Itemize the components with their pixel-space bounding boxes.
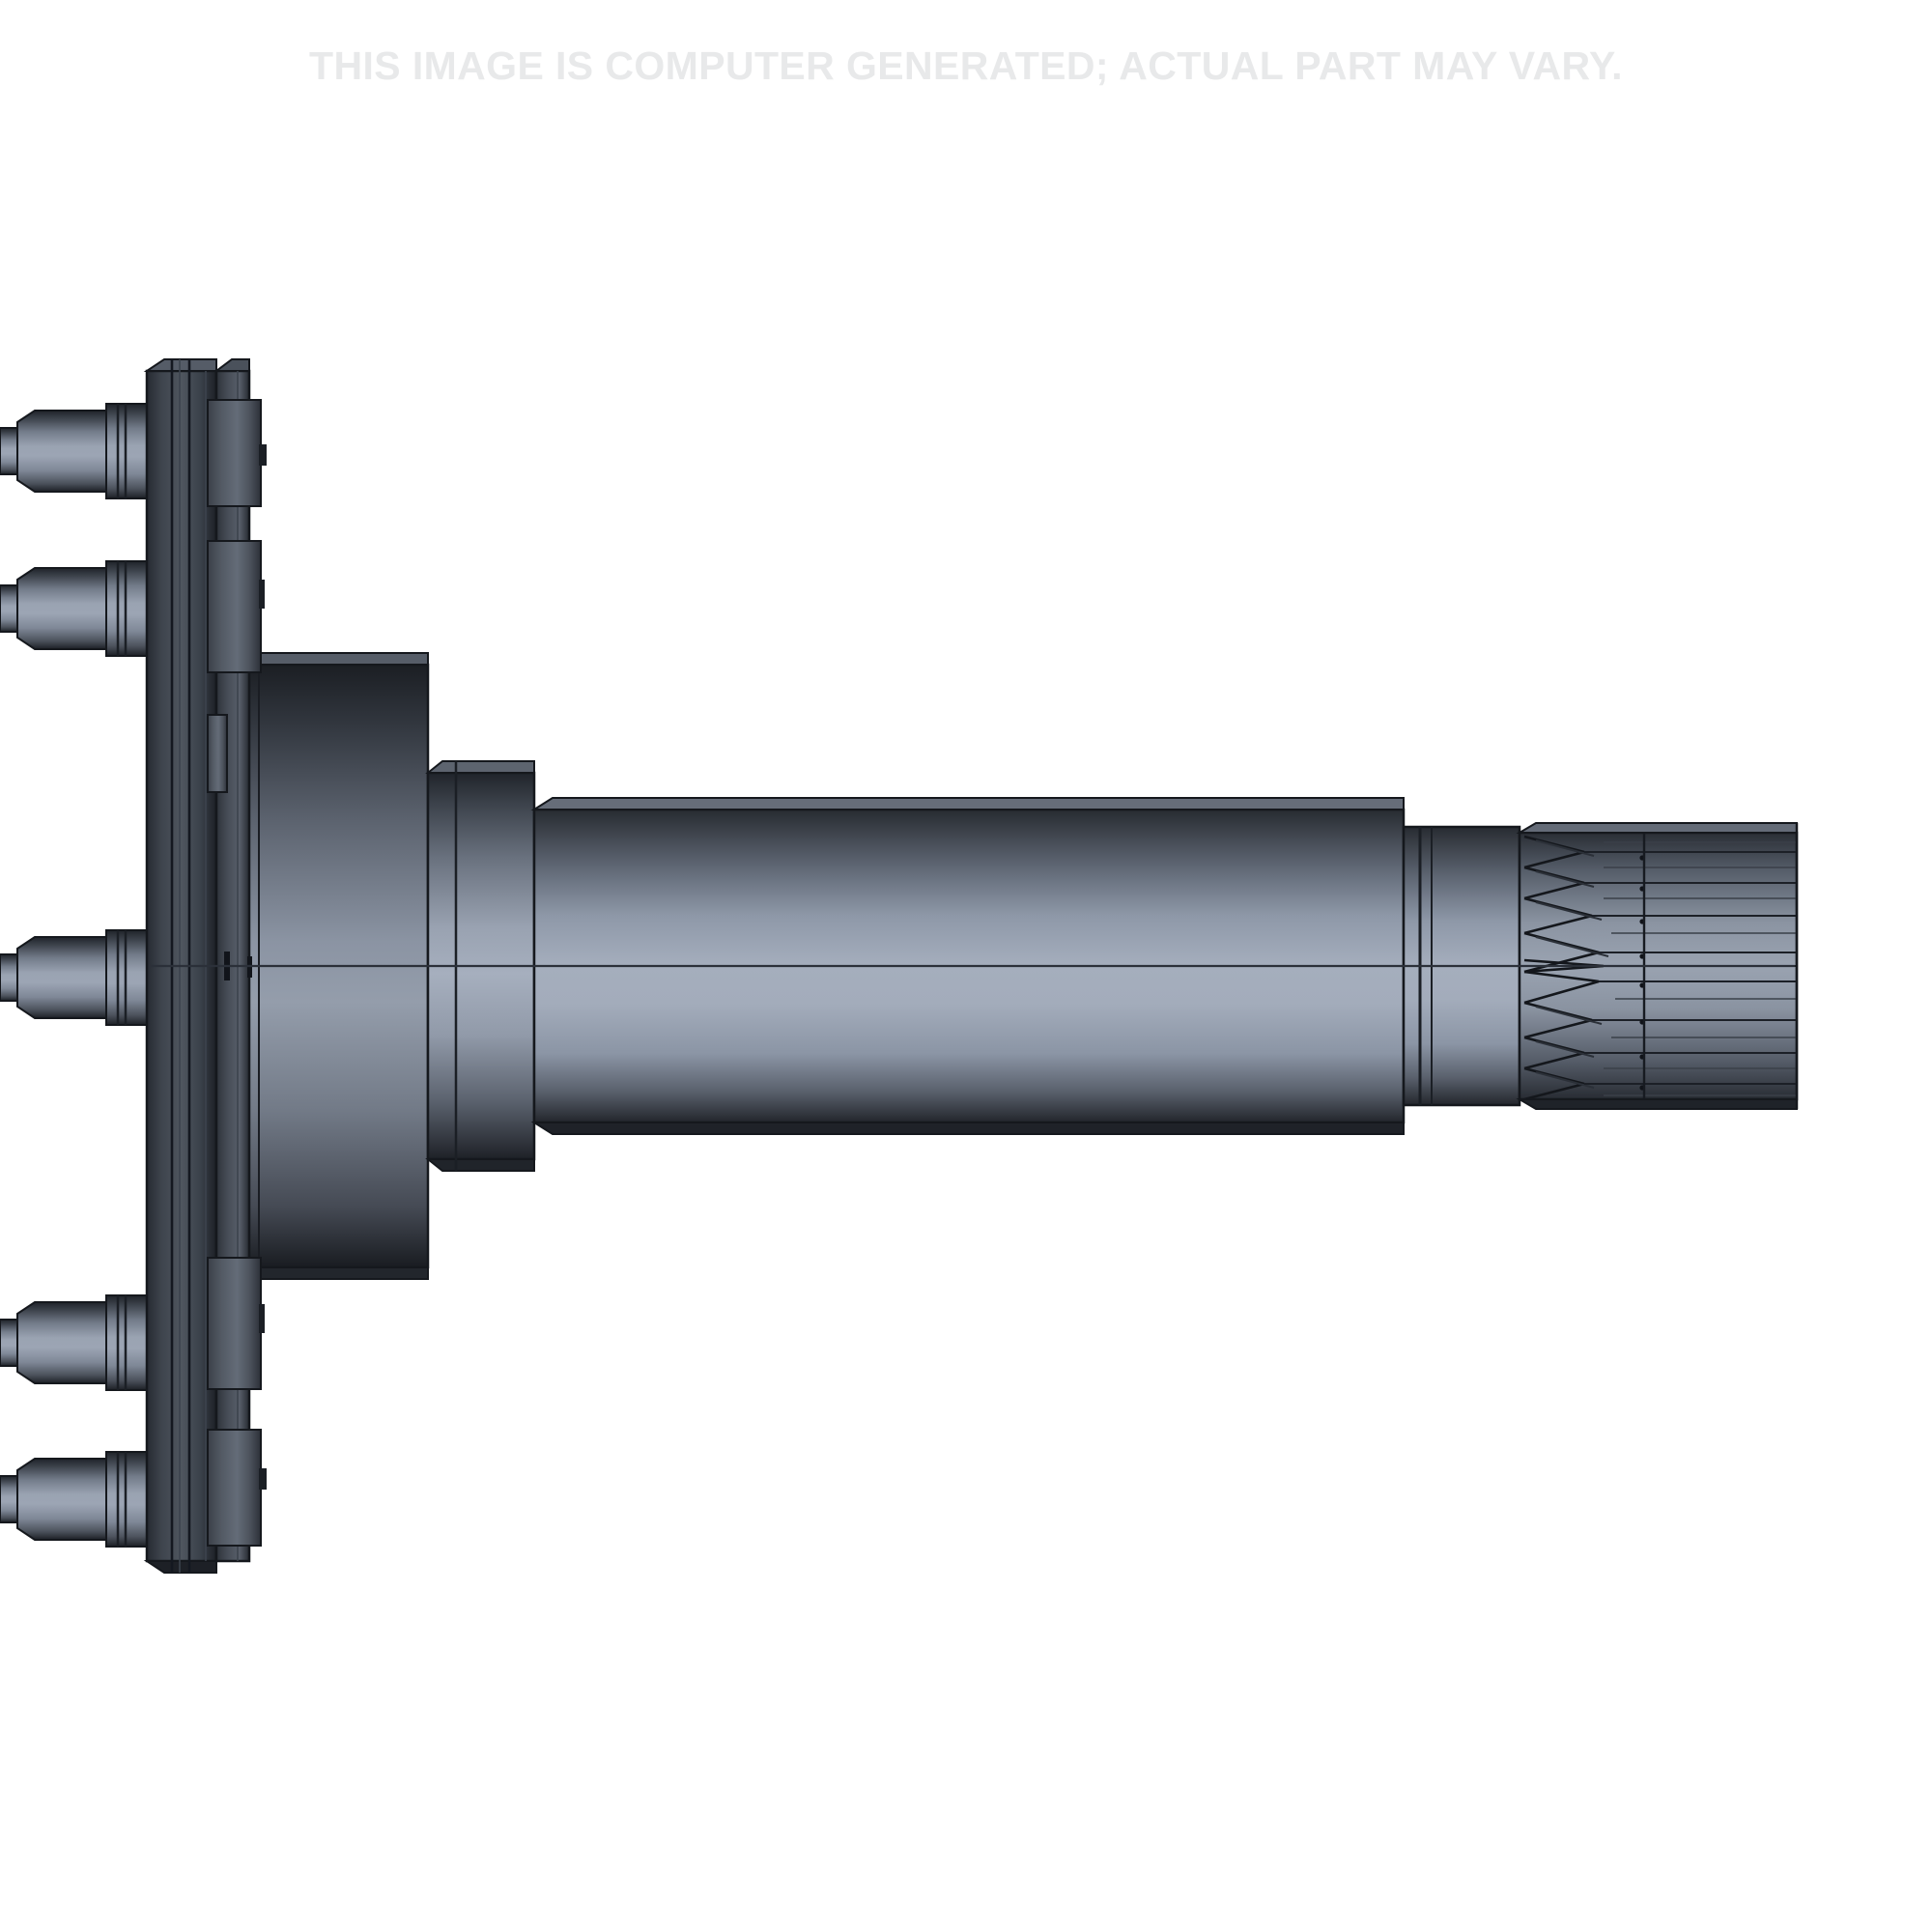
wheel-stud xyxy=(0,929,163,1026)
flange-bolt-boss xyxy=(207,399,267,507)
watermark-text: THIS IMAGE IS COMPUTER GENERATED; ACTUAL… xyxy=(309,43,1623,88)
flange-bolt-boss xyxy=(207,714,228,793)
flange-bolt-boss xyxy=(207,1429,267,1547)
flange-bolt-boss xyxy=(207,540,265,673)
flange-bolt-boss xyxy=(207,1257,265,1390)
